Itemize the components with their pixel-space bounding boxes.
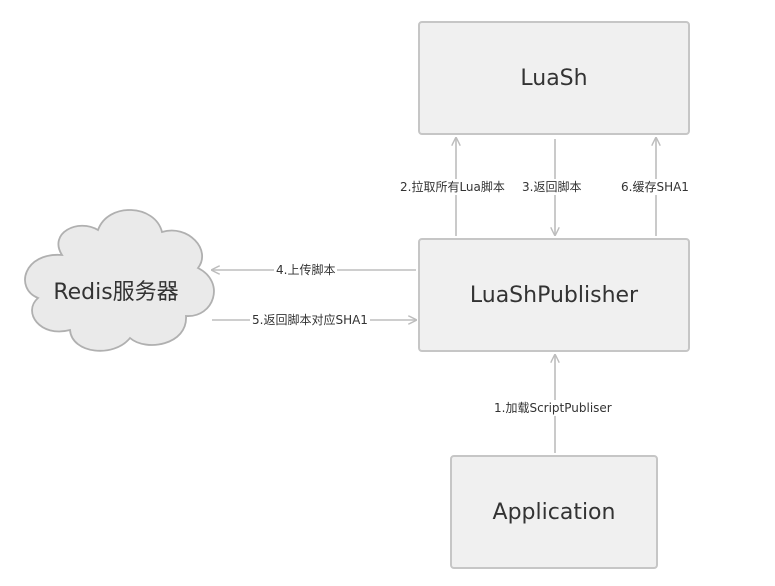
cloud-shape xyxy=(24,209,215,352)
edge-4-label: 4.上传脚本 xyxy=(274,262,338,278)
edge-6-label: 6.缓存SHA1 xyxy=(619,179,691,195)
redis-node-label: Redis服务器 xyxy=(53,280,178,305)
application-node: Application xyxy=(450,455,658,569)
application-node-label: Application xyxy=(492,499,616,525)
luashpublisher-node: LuaShPublisher xyxy=(418,238,690,352)
edge-1-label: 1.加载ScriptPubliser xyxy=(492,400,614,416)
edge-3-label: 3.返回脚本 xyxy=(520,179,584,195)
luash-node: LuaSh xyxy=(418,21,690,135)
redis-cloud-node: Redis服务器 xyxy=(24,209,215,352)
edge-2-label: 2.拉取所有Lua脚本 xyxy=(398,179,507,195)
luashpublisher-node-label: LuaShPublisher xyxy=(469,282,639,308)
edge-5-label: 5.返回脚本对应SHA1 xyxy=(250,312,370,328)
luash-node-label: LuaSh xyxy=(520,65,588,91)
